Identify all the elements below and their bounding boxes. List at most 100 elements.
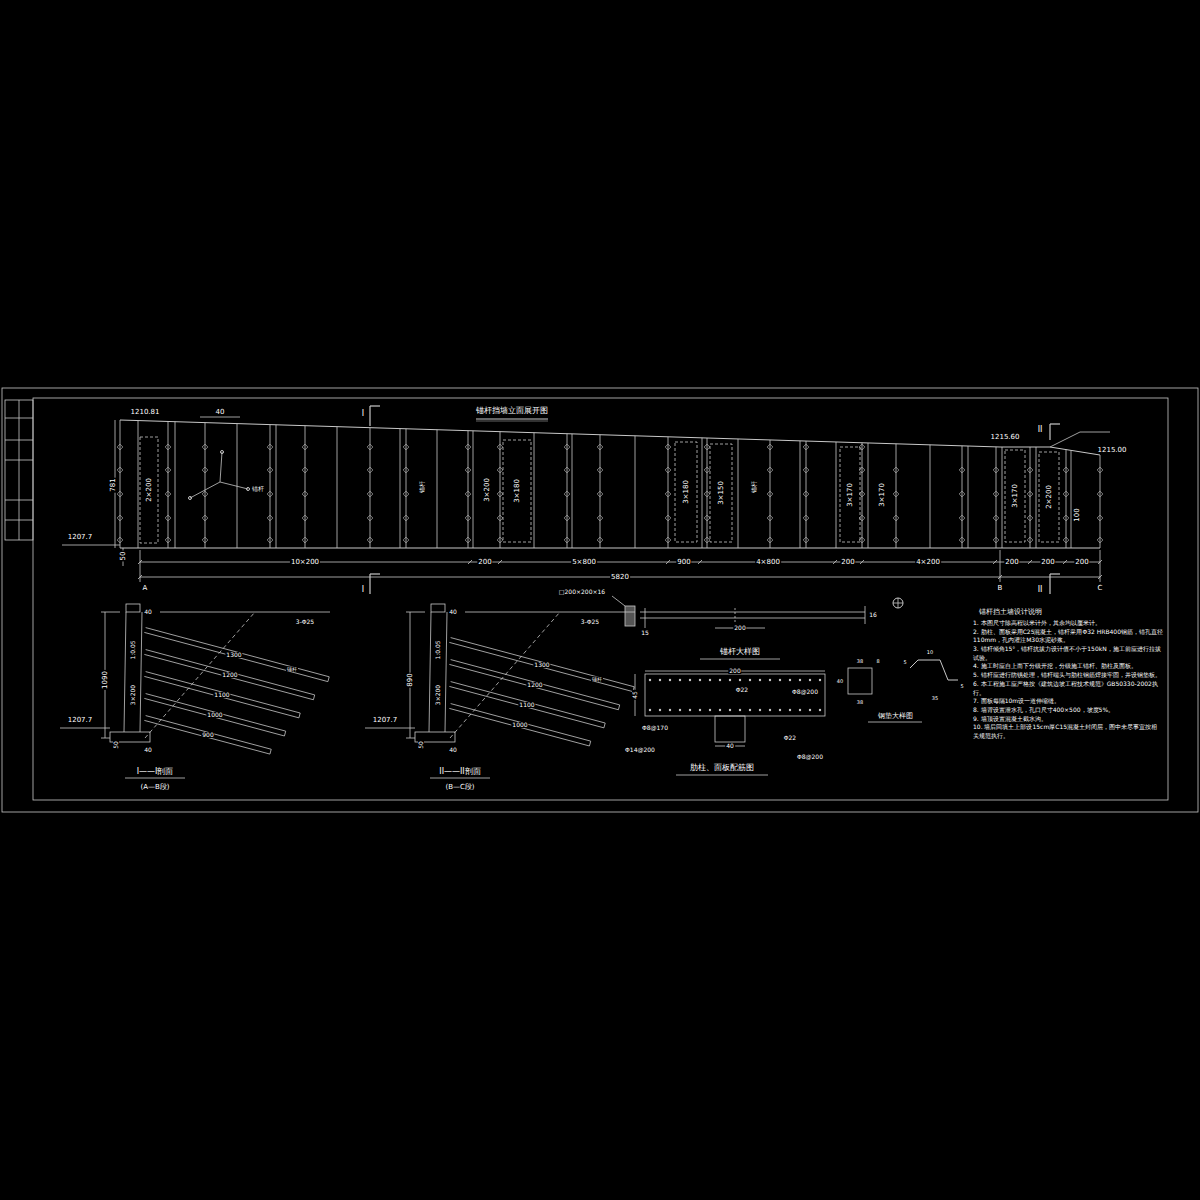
drawing-label: 38: [856, 700, 864, 705]
drain-window: [1005, 450, 1025, 542]
drawing-label: 2×200: [1046, 484, 1053, 510]
anchor-bar: [735, 608, 736, 622]
drawing-label: 3×200: [130, 684, 136, 706]
rib-line: [862, 443, 863, 548]
rib-line: [738, 439, 739, 548]
drawing-label: 锚杆: [591, 677, 603, 682]
inner-frame: [33, 398, 1168, 800]
drawing-label: Φ8@170: [641, 725, 669, 731]
dimension-tick: [498, 560, 502, 564]
rebar-dot: [759, 709, 761, 711]
anchor-head: [564, 537, 570, 543]
design-note: 2. 肋柱、面板采用C25混凝土，锚杆采用Φ32 HRB400钢筋，锚孔直径11…: [973, 628, 1163, 645]
dimension-tick: [998, 575, 1002, 579]
drawing-label: 1207.7: [67, 717, 94, 724]
drawing-label: 4×200: [915, 559, 941, 566]
wall-base-line: [120, 548, 1100, 549]
drawing-label: 40: [143, 747, 153, 753]
anchor-head: [202, 537, 208, 543]
rib-line: [276, 425, 277, 548]
anchor-head: [165, 515, 171, 521]
anchor-head: [803, 467, 809, 473]
rebar-dot: [659, 709, 661, 711]
drawing-label: 100: [1074, 507, 1081, 522]
wall-face: [445, 612, 447, 732]
drawing-label: 1300: [533, 662, 550, 668]
anchor-rod: [449, 686, 604, 727]
title-underline: [868, 722, 922, 723]
rebar-dot: [689, 709, 691, 711]
drawing-label: 3×180: [514, 478, 521, 504]
drawing-label: 1215.00: [1097, 447, 1128, 454]
design-note: 3. 锚杆倾角15°，锚杆抗拔力设计值不小于150kN，施工前应进行拉拔试验。: [973, 645, 1163, 662]
anchor-head: [165, 444, 171, 450]
anchor-rod: [449, 664, 618, 709]
anchor-head: [1063, 515, 1069, 521]
section-marker: [370, 405, 380, 406]
failure-plane: [145, 612, 255, 738]
rebar-dot: [689, 679, 691, 681]
dimension-line: [101, 738, 110, 739]
rebar-dot: [699, 709, 701, 711]
drawing-label: Φ22: [783, 735, 797, 741]
anchor-rod: [604, 723, 605, 728]
drawing-label: II: [1037, 586, 1044, 594]
rib-line: [968, 446, 969, 548]
anchor-head: [403, 444, 409, 450]
anchor-head: [403, 515, 409, 521]
drawing-label: 1090: [102, 670, 109, 690]
section-marker: [1050, 423, 1060, 424]
rib-line: [1071, 450, 1072, 548]
rib-line: [138, 421, 139, 548]
drain-window: [710, 444, 732, 542]
rib-line: [270, 425, 271, 548]
anchor-head: [202, 444, 208, 450]
anchor-head: [302, 491, 308, 497]
rebar-dot: [679, 679, 681, 681]
dimension-tick: [468, 560, 472, 564]
rib-line: [896, 444, 897, 548]
anchor-bar: [640, 612, 865, 613]
anchor-head: [267, 515, 273, 521]
rebar-dot: [749, 679, 751, 681]
anchor-head: [959, 515, 965, 521]
anchor-head: [497, 491, 503, 497]
rebar-dot: [719, 679, 721, 681]
drawing-label: 3×170: [879, 482, 886, 508]
ground-line: [465, 612, 635, 613]
drawing-label: 1207.7: [67, 534, 94, 541]
rebar-dot: [759, 679, 761, 681]
drawing-label: 锚杆: [419, 480, 425, 494]
rebar-dot: [799, 709, 801, 711]
anchor-head: [465, 467, 471, 473]
anchor-spacing-line: [220, 452, 222, 482]
drawing-label: 1200: [526, 682, 543, 688]
rib-line: [707, 438, 708, 548]
dimension-tick: [666, 560, 670, 564]
drawing-label: C: [1097, 585, 1104, 592]
anchor-head: [465, 491, 471, 497]
drawing-label: 1300: [225, 652, 242, 658]
drawing-label: II——II剖面: [438, 768, 481, 776]
plate-bend: [910, 660, 958, 680]
drawing-label: 3×150: [718, 480, 725, 506]
anchor-head: [165, 491, 171, 497]
design-note: 6. 本工程施工应严格按《建筑边坡工程技术规范》GB50330-2002执行。: [973, 680, 1163, 697]
anchor-head: [1027, 467, 1033, 473]
drawing-label: 40: [143, 609, 153, 615]
anchor-rod: [451, 638, 635, 687]
rebar-dot: [819, 709, 821, 711]
drawing-label: 锚杆: [751, 480, 757, 494]
anchor-head: [1097, 515, 1103, 521]
rib-line: [473, 431, 474, 548]
rebar-dot: [699, 679, 701, 681]
rib-line: [1100, 455, 1101, 548]
drawing-label: 1000: [511, 722, 528, 728]
dimension-line: [645, 608, 646, 628]
drawing-label: 3×170: [1012, 483, 1019, 509]
outer-frame: [2, 388, 1198, 812]
section-marker: [369, 406, 370, 426]
anchor-head: [564, 467, 570, 473]
drawing-label: (B—C段): [444, 784, 475, 791]
